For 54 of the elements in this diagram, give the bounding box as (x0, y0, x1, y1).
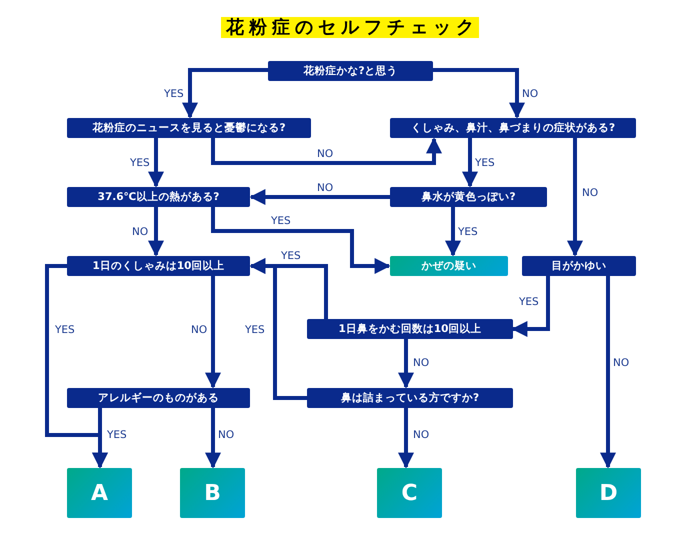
arrow (211, 207, 391, 274)
result-box: B (180, 468, 245, 518)
result-box: A (67, 468, 132, 518)
arrow (148, 207, 164, 257)
question-box: 花粉症かな?と思う (268, 61, 433, 81)
edge-label: YES (244, 324, 266, 336)
question-box: 目がかゆい (522, 256, 636, 276)
arrow (462, 138, 478, 188)
edge-label: NO (412, 357, 430, 369)
arrow (249, 258, 307, 400)
edge-label: NO (217, 429, 236, 441)
result-box: C (377, 468, 442, 518)
edge-label: NO (316, 182, 334, 194)
arrow (398, 339, 414, 389)
arrow (205, 276, 221, 389)
arrow (205, 408, 221, 469)
question-box: 鼻水が黄色っぽい? (390, 187, 547, 207)
question-box: アレルギーのものがある (67, 388, 250, 408)
edge-label: NO (316, 148, 334, 160)
arrow (445, 207, 461, 257)
edge-label: YES (280, 250, 302, 262)
arrow (211, 137, 442, 165)
arrow (249, 189, 390, 205)
edge-label: NO (612, 357, 630, 369)
edge-label: YES (518, 296, 540, 308)
edge-label: NO (190, 324, 208, 336)
arrow (600, 276, 616, 469)
arrow (567, 138, 583, 257)
arrow (433, 68, 525, 119)
question-box: 1日のくしゃみは10回以上 (67, 256, 250, 276)
edge-label: YES (457, 226, 479, 238)
edge-label: YES (474, 157, 496, 169)
edge-label: YES (270, 215, 292, 227)
question-box: 鼻は詰まっている方ですか? (307, 388, 513, 408)
question-box: 37.6℃以上の熱がある? (67, 187, 250, 207)
edge-label: YES (54, 324, 76, 336)
question-box: 1日鼻をかむ回数は10回以上 (307, 319, 513, 339)
arrow (148, 138, 164, 188)
arrow (92, 408, 108, 469)
result-box: D (576, 468, 641, 518)
edge-label: NO (131, 226, 150, 238)
arrow (511, 276, 550, 337)
question-box: 花粉症のニュースを見ると憂鬱になる? (67, 118, 311, 138)
edge-label: YES (129, 157, 151, 169)
edge-label: YES (106, 429, 128, 441)
edge-label: NO (581, 187, 600, 199)
edge-label: NO (521, 88, 540, 100)
question-box: くしゃみ、鼻汁、鼻づまりの症状がある? (390, 118, 636, 138)
result-box: かぜの疑い (390, 256, 508, 276)
edge-label: NO (412, 429, 430, 441)
arrow (398, 408, 414, 469)
edge-label: YES (163, 88, 185, 100)
arrow (182, 68, 268, 119)
title: 花粉症のセルフチェック (221, 17, 479, 38)
